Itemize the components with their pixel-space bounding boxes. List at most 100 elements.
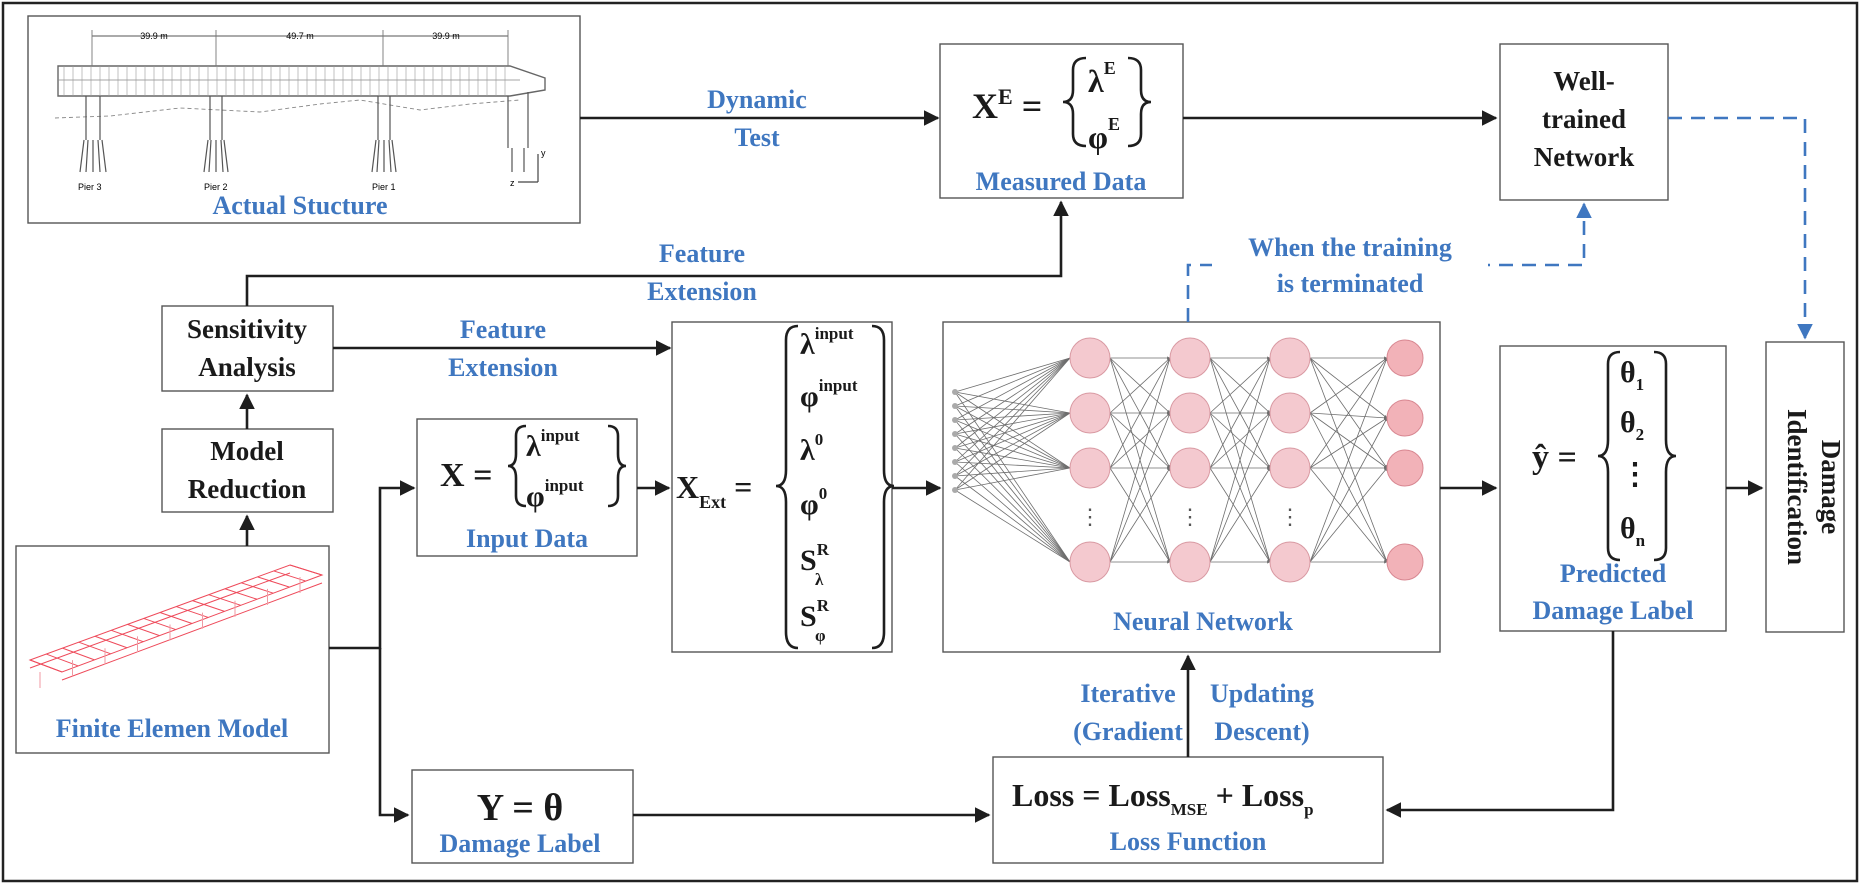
- span-label: 39.9 m: [140, 31, 168, 41]
- input-neuron: [952, 417, 958, 423]
- hidden-neuron: [1069, 447, 1111, 489]
- x-ext-item: λinput: [800, 324, 854, 361]
- svg-text:Network: Network: [1534, 142, 1634, 172]
- svg-text:Damage: Damage: [1816, 440, 1846, 534]
- svg-text:X =: X =: [440, 457, 492, 494]
- damage-identification-node: Damage Identification: [1765, 341, 1846, 633]
- output-neuron: [1386, 543, 1424, 581]
- left-brace: [507, 424, 527, 508]
- svg-text:Iterative: Iterative: [1080, 679, 1175, 708]
- input-neuron: [952, 459, 958, 465]
- bridge-deck: [57, 65, 546, 97]
- svg-text:(Gradient: (Gradient: [1073, 717, 1183, 746]
- svg-text:λE: λE: [1088, 58, 1116, 99]
- svg-text:When the training: When the training: [1248, 233, 1452, 262]
- node-label: Input Data: [466, 524, 588, 553]
- hidden-neuron: [1269, 392, 1311, 434]
- axis-label: z: [510, 178, 515, 188]
- hidden-neuron: [1169, 541, 1211, 583]
- svg-text:φinput: φinput: [526, 476, 584, 513]
- hidden-neuron: [1169, 337, 1211, 379]
- output-neuron: [1386, 339, 1424, 377]
- svg-text:Updating: Updating: [1210, 679, 1314, 708]
- hidden-neuron: [1069, 541, 1111, 583]
- x-ext-item: φinput: [800, 376, 858, 413]
- predicted-item: θ1: [1620, 356, 1644, 394]
- ellipsis-dots: ⋮: [1179, 504, 1201, 529]
- axes-icon: [518, 154, 539, 183]
- input-neuron: [952, 445, 958, 451]
- right-brace: [1653, 350, 1677, 562]
- node-label: Actual Stucture: [212, 191, 387, 220]
- svg-text:Y = θ: Y = θ: [477, 787, 564, 829]
- input-neuron: [952, 473, 958, 479]
- output-neuron: [1386, 449, 1424, 487]
- svg-text:Feature: Feature: [659, 239, 745, 268]
- output-neuron: [1386, 399, 1424, 437]
- edge-fem-to-label: [378, 648, 410, 823]
- well-trained-network-node: Well- trained Network: [1499, 43, 1669, 201]
- right-brace: [871, 324, 895, 650]
- edge-predicted-to-loss: [1385, 631, 1615, 818]
- measured-lhs: X: [972, 86, 998, 126]
- left-brace: [1062, 56, 1087, 148]
- edge-iterative-updating: Iterative (Gradient Updating Descent): [1073, 654, 1314, 757]
- svg-text:XExt =: XExt =: [676, 469, 752, 512]
- hidden-neuron: [1269, 337, 1311, 379]
- measured-data-node: XE = λE φE Measured Data: [939, 43, 1184, 199]
- hidden-neuron: [1269, 541, 1311, 583]
- fem-mesh: [28, 564, 324, 688]
- svg-text:Model: Model: [210, 436, 284, 466]
- edge-fem-to-input: [329, 480, 416, 650]
- edge-network-to-identification: [1668, 116, 1813, 340]
- svg-text:XE =: XE =: [972, 84, 1042, 126]
- measured-lhs-sup: E: [998, 84, 1013, 109]
- pier-label: Pier 1: [372, 182, 396, 192]
- predicted-item: θ2: [1620, 406, 1644, 444]
- left-brace: [775, 324, 799, 650]
- fem-node: Finite Elemen Model: [15, 545, 330, 754]
- edge-feature-extension-top: Feature Extension: [245, 200, 1069, 306]
- svg-text:Analysis: Analysis: [198, 352, 296, 382]
- hidden-neuron: [1269, 447, 1311, 489]
- neural-network-node: ⋮⋮⋮ Neural Network: [942, 321, 1441, 653]
- svg-text:Extension: Extension: [647, 277, 757, 306]
- node-label: Loss Function: [1110, 827, 1267, 856]
- predicted-item: ⋮: [1620, 458, 1650, 491]
- node-label: Damage Label: [439, 829, 600, 858]
- svg-text:ŷ =: ŷ =: [1532, 439, 1577, 476]
- pier-label: Pier 3: [78, 182, 102, 192]
- edge-training-terminated: When the training is terminated: [1186, 202, 1592, 322]
- svg-text:Well-: Well-: [1553, 66, 1615, 96]
- input-neuron: [952, 487, 958, 493]
- predicted-item: θn: [1620, 512, 1646, 550]
- axis-label: y: [541, 148, 546, 158]
- ellipsis-dots: ⋮: [1279, 504, 1301, 529]
- ellipsis-dots: ⋮: [1079, 504, 1101, 529]
- input-neuron: [952, 431, 958, 437]
- svg-text:λinput: λinput: [526, 426, 580, 463]
- left-brace: [1597, 350, 1621, 562]
- svg-text:Extension: Extension: [448, 353, 558, 382]
- node-label: Measured Data: [976, 167, 1147, 196]
- input-data-node: X = λinput φinput Input Data: [416, 418, 638, 557]
- hidden-neuron: [1069, 392, 1111, 434]
- svg-text:Loss = LossMSE + Lossp: Loss = LossMSE + Lossp: [1012, 777, 1314, 819]
- x-ext-item: φ0: [800, 484, 827, 521]
- svg-text:Descent): Descent): [1214, 717, 1309, 746]
- input-neuron: [952, 389, 958, 395]
- hidden-neuron: [1169, 392, 1211, 434]
- input-neuron: [952, 403, 958, 409]
- model-reduction-node: Model Reduction: [161, 428, 334, 513]
- svg-text:φE: φE: [1088, 114, 1120, 155]
- pier: [79, 92, 529, 173]
- svg-text:Test: Test: [734, 123, 780, 152]
- sensitivity-analysis-node: Sensitivity Analysis: [161, 305, 334, 392]
- damage-label-node: Y = θ Damage Label: [411, 769, 634, 864]
- svg-text:trained: trained: [1542, 104, 1626, 134]
- span-label: 49.7 m: [286, 31, 314, 41]
